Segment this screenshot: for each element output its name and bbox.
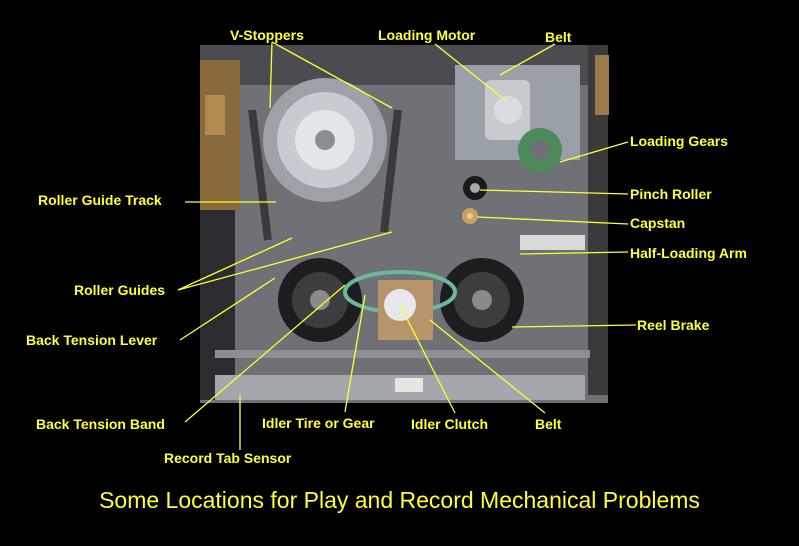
label-pinch-roller: Pinch Roller <box>630 186 712 202</box>
label-loading-gears: Loading Gears <box>630 133 729 149</box>
label-back-tension-band: Back Tension Band <box>36 416 165 432</box>
label-back-tension-lever: Back Tension Lever <box>26 332 158 348</box>
label-v-stoppers: V-Stoppers <box>230 27 304 43</box>
label-idler-tire-or-gear: Idler Tire or Gear <box>262 415 375 431</box>
label-half-loading-arm: Half-Loading Arm <box>630 245 747 261</box>
label-capstan: Capstan <box>630 215 686 231</box>
label-idler-clutch: Idler Clutch <box>411 416 489 432</box>
label-record-tab-sensor: Record Tab Sensor <box>164 450 292 466</box>
label-reel-brake: Reel Brake <box>637 317 710 333</box>
label-belt-bottom: Belt <box>535 416 562 432</box>
label-loading-motor: Loading Motor <box>378 27 476 43</box>
label-roller-guides: Roller Guides <box>74 282 166 298</box>
label-roller-guide-track: Roller Guide Track <box>38 192 162 208</box>
label-belt-top: Belt <box>545 29 572 45</box>
figure-caption: Some Locations for Play and Record Mecha… <box>99 487 700 513</box>
